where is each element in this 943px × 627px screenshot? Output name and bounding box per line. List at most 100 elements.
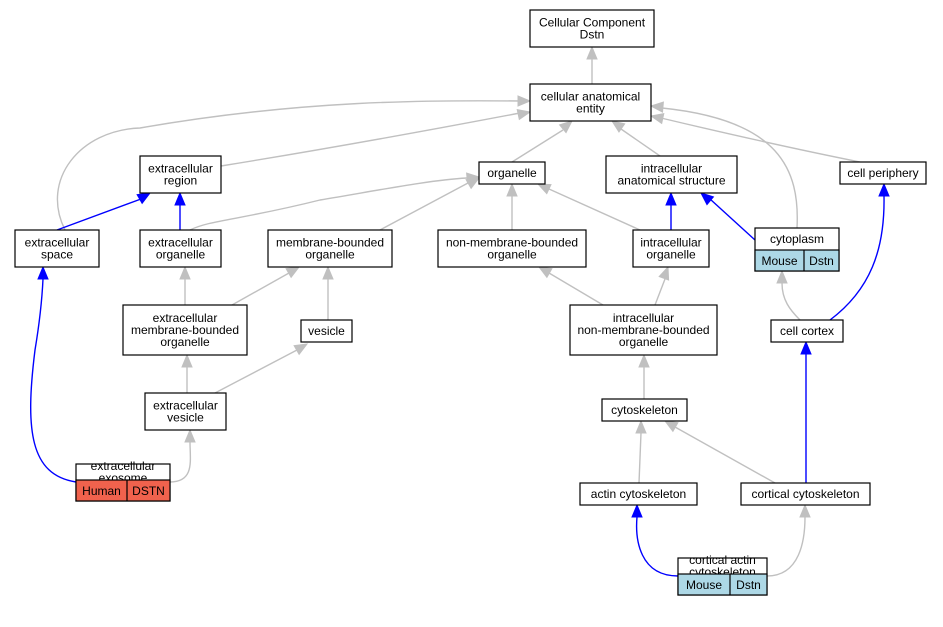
- arrowhead: [631, 503, 643, 518]
- edge-extracellular-space-to-cellular-anatomical-entity: [56, 95, 532, 231]
- arrowhead: [506, 182, 518, 197]
- node-box: [605, 155, 738, 194]
- edge-cortical-actin-cytoskeleton-to-actin-cytoskeleton: [631, 503, 679, 577]
- edge-cell-cortex-to-cytoplasm: [776, 269, 801, 321]
- arrowhead: [610, 120, 626, 133]
- node-label-line: cortical cytoskeleton: [751, 487, 859, 501]
- gene-tag: DSTN: [132, 484, 165, 498]
- node-box: [437, 229, 587, 268]
- node-label-line: organelle: [305, 248, 355, 262]
- arrowhead: [181, 353, 193, 368]
- node-label-line: organelle: [619, 335, 669, 349]
- arrowhead: [174, 191, 186, 206]
- arrowhead: [537, 266, 553, 279]
- node-label-line: intracellular: [613, 311, 674, 325]
- node-label-line: entity: [576, 102, 605, 116]
- arrowhead: [586, 45, 598, 60]
- node-label-line: region: [164, 174, 197, 188]
- species-tag: Mouse: [686, 578, 722, 592]
- edge-cell-periphery-to-cellular-anatomical-entity: [649, 112, 861, 163]
- arrowhead: [465, 177, 481, 190]
- node-box: [144, 392, 227, 431]
- node-box: [839, 161, 927, 185]
- arrowhead: [658, 265, 670, 281]
- arrowhead: [285, 266, 301, 279]
- arrowhead: [37, 265, 49, 280]
- species-tag: Human: [82, 484, 121, 498]
- edge-cytoplasm-to-intracellular-anatomical-structure: [700, 192, 756, 241]
- node-label-line: intracellular: [640, 236, 701, 250]
- arrowhead: [665, 191, 677, 206]
- node-label-line: actin cytoskeleton: [591, 487, 686, 501]
- edges-layer: [30, 45, 890, 577]
- node-cytoskeleton[interactable]: cytoskeleton: [601, 398, 688, 422]
- node-label-line: anatomical structure: [617, 174, 725, 188]
- species-tag: Mouse: [761, 254, 797, 268]
- arrowhead: [517, 95, 532, 107]
- node-label-line: Dstn: [580, 28, 605, 42]
- arrowhead: [184, 428, 196, 443]
- species-tag-box: [677, 573, 768, 596]
- node-actin-cytoskeleton[interactable]: actin cytoskeleton: [579, 482, 698, 506]
- node-cortical-cytoskeleton[interactable]: cortical cytoskeleton: [740, 482, 871, 506]
- arrowhead: [799, 503, 811, 518]
- node-label-line: extracellular: [25, 236, 90, 250]
- arrowhead: [293, 343, 309, 356]
- node-label-line: organelle: [487, 166, 537, 180]
- arrowhead: [635, 419, 647, 434]
- edge-membrane-bounded-organelle-to-organelle: [379, 177, 481, 231]
- arrowhead: [776, 269, 788, 284]
- node-label-line: cytoplasm: [770, 232, 824, 246]
- node-intracellular-non-membrane-bounded-organelle[interactable]: intracellularnon-membrane-boundedorganel…: [569, 304, 718, 356]
- node-box: [579, 482, 698, 506]
- node-label-line: non-membrane-bounded: [446, 236, 578, 250]
- edge-cytoplasm-to-cellular-anatomical-entity: [649, 101, 798, 229]
- edge-extracellular-space-to-extracellular-region: [56, 192, 152, 231]
- edge-organelle-to-cellular-anatomical-entity: [511, 120, 573, 163]
- node-box: [14, 229, 100, 268]
- edge-extracellular-organelle-to-organelle: [189, 172, 481, 231]
- node-label-line: organelle: [646, 248, 696, 262]
- arrowhead: [558, 120, 573, 134]
- node-vesicle[interactable]: vesicle: [300, 319, 353, 343]
- node-organelle[interactable]: organelle: [478, 161, 546, 185]
- edge-cell-cortex-to-cell-periphery: [829, 182, 890, 321]
- node-label-line: space: [41, 248, 73, 262]
- node-box: [632, 229, 710, 268]
- edge-intracellular-anatomical-structure-to-cellular-anatomical-entity: [610, 120, 661, 157]
- edge-intracellular-organelle-to-intracellular-anatomical-structure: [665, 191, 677, 230]
- node-label-line: organelle: [487, 248, 537, 262]
- edge-cortical-actin-cytoskeleton-to-cortical-cytoskeleton: [766, 503, 811, 577]
- species-tag-box: [75, 479, 171, 502]
- node-cell-cortex[interactable]: cell cortex: [770, 319, 844, 343]
- arrowhead: [878, 182, 890, 197]
- edge-cortical-cytoskeleton-to-cell-cortex: [800, 340, 812, 483]
- gene-tag: Dstn: [809, 254, 834, 268]
- node-label-line: vesicle: [167, 411, 204, 425]
- node-label-line: organelle: [160, 335, 210, 349]
- node-box: [300, 319, 353, 343]
- node-cell-periphery[interactable]: cell periphery: [839, 161, 927, 185]
- node-label-line: non-membrane-bounded: [577, 323, 709, 337]
- node-label-line: vesicle: [308, 324, 345, 338]
- node-label-line: cell cortex: [780, 324, 834, 338]
- edge-extracellular-membrane-bounded-organelle-to-extracellular-organelle: [179, 265, 191, 305]
- node-box: [267, 229, 393, 268]
- edge-extracellular-exosome-to-extracellular-vesicle: [169, 428, 196, 483]
- species-tag-box: [754, 249, 840, 272]
